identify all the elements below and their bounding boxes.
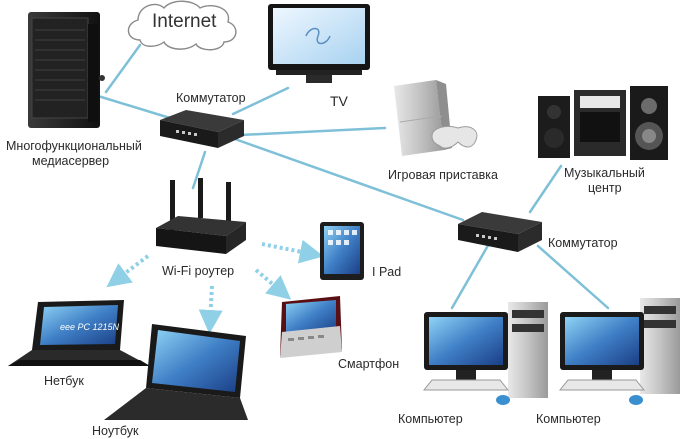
link-switch-pc1 [450,240,492,310]
router-label: Wi-Fi роутер [162,264,235,278]
switch-top-label: Коммутатор [176,91,246,105]
link-tv-switch [231,86,290,116]
smartphone-label: Смартфон [338,357,400,371]
netbook-icon: eee PC 1215N [8,300,150,366]
link-internet-switch [104,43,142,94]
smartphone-icon [280,296,342,358]
link-console-switch [238,126,387,137]
switch-right-icon [458,212,542,252]
tv-icon [268,4,370,83]
console-label: Игровая приставка [388,168,498,182]
game-console-icon [394,80,478,156]
ipad-label: I Pad [372,265,402,279]
netbook-label: Нетбук [44,374,84,388]
computer-2-label: Компьютер [536,412,601,426]
netbook-brand: eee PC 1215N [60,322,120,332]
internet-label: Internet [152,11,217,32]
music-center-icon [538,86,668,160]
music-label-line2: центр [588,181,622,195]
link-switch-router [191,150,207,190]
switch-right-label: Коммутатор [548,236,618,250]
link-music-switch [528,164,563,214]
computer-2-icon [558,298,680,405]
notebook-icon [104,324,248,420]
connection-lines [96,43,610,310]
link-switch-switch [230,136,465,222]
media-server-icon [28,12,105,128]
network-diagram: eee PC 1215N [8,0,680,420]
notebook-label: Ноутбук [92,424,139,438]
ipad-icon [320,222,364,280]
link-switch-pc2 [536,244,610,310]
computer-1-label: Компьютер [398,412,463,426]
wifi-router-icon [156,178,246,254]
wifi-links [106,239,324,334]
mediaserver-label-line2: медиасервер [32,154,110,168]
computer-1-icon [422,302,548,405]
music-label-line1: Музыкальный [564,166,645,180]
tv-label: TV [330,93,348,109]
link-server-switch [96,94,172,120]
internet-cloud-icon [127,0,237,51]
mediaserver-label-line1: Многофункциональный [6,139,142,153]
switch-top-icon [160,110,244,148]
